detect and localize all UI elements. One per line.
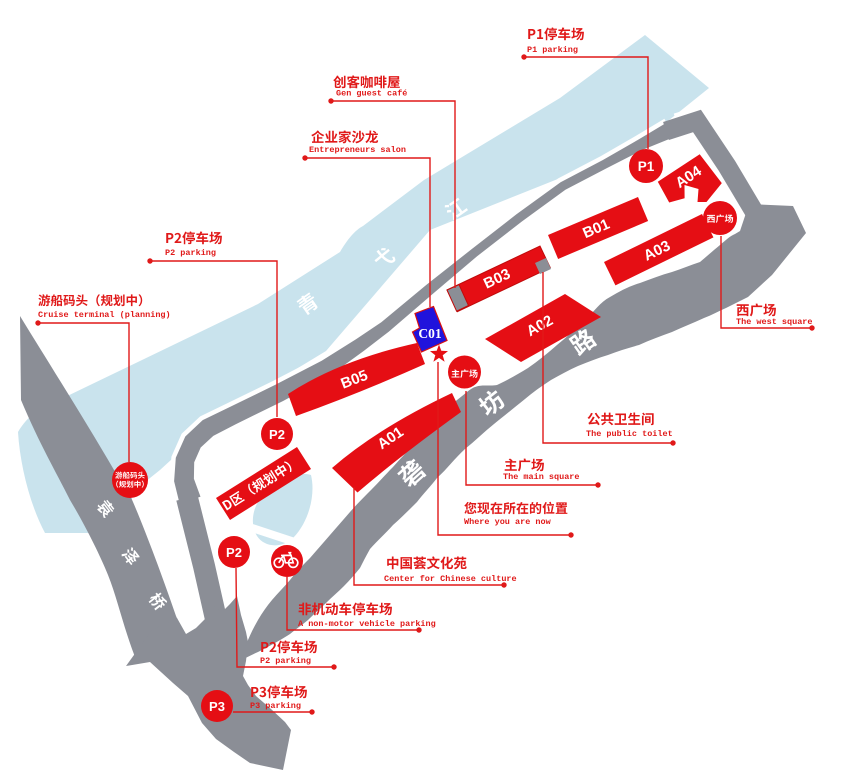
svg-text:A non-motor vehicle parking: A non-motor vehicle parking <box>298 619 436 629</box>
svg-text:Center for Chinese culture: Center for Chinese culture <box>384 574 517 584</box>
svg-text:P2: P2 <box>269 427 285 442</box>
svg-text:C01: C01 <box>418 326 441 341</box>
svg-text:P1 parking: P1 parking <box>527 45 578 55</box>
svg-text:P2: P2 <box>226 545 242 560</box>
svg-text:P2 parking: P2 parking <box>165 248 216 258</box>
svg-text:The public toilet: The public toilet <box>586 429 673 439</box>
svg-text:P2 parking: P2 parking <box>260 656 311 666</box>
svg-text:Gen guest café: Gen guest café <box>336 89 407 99</box>
svg-text:Entrepreneurs salon: Entrepreneurs salon <box>309 145 406 155</box>
svg-text:P3: P3 <box>209 699 225 714</box>
svg-text:Where you are now: Where you are now <box>464 517 552 527</box>
svg-text:P3 parking: P3 parking <box>250 701 301 711</box>
svg-text:P1: P1 <box>638 159 655 174</box>
svg-text:The west square: The west square <box>736 317 813 327</box>
svg-text:The main square: The main square <box>503 472 580 482</box>
svg-text:Cruise terminal (planning): Cruise terminal (planning) <box>38 310 171 320</box>
